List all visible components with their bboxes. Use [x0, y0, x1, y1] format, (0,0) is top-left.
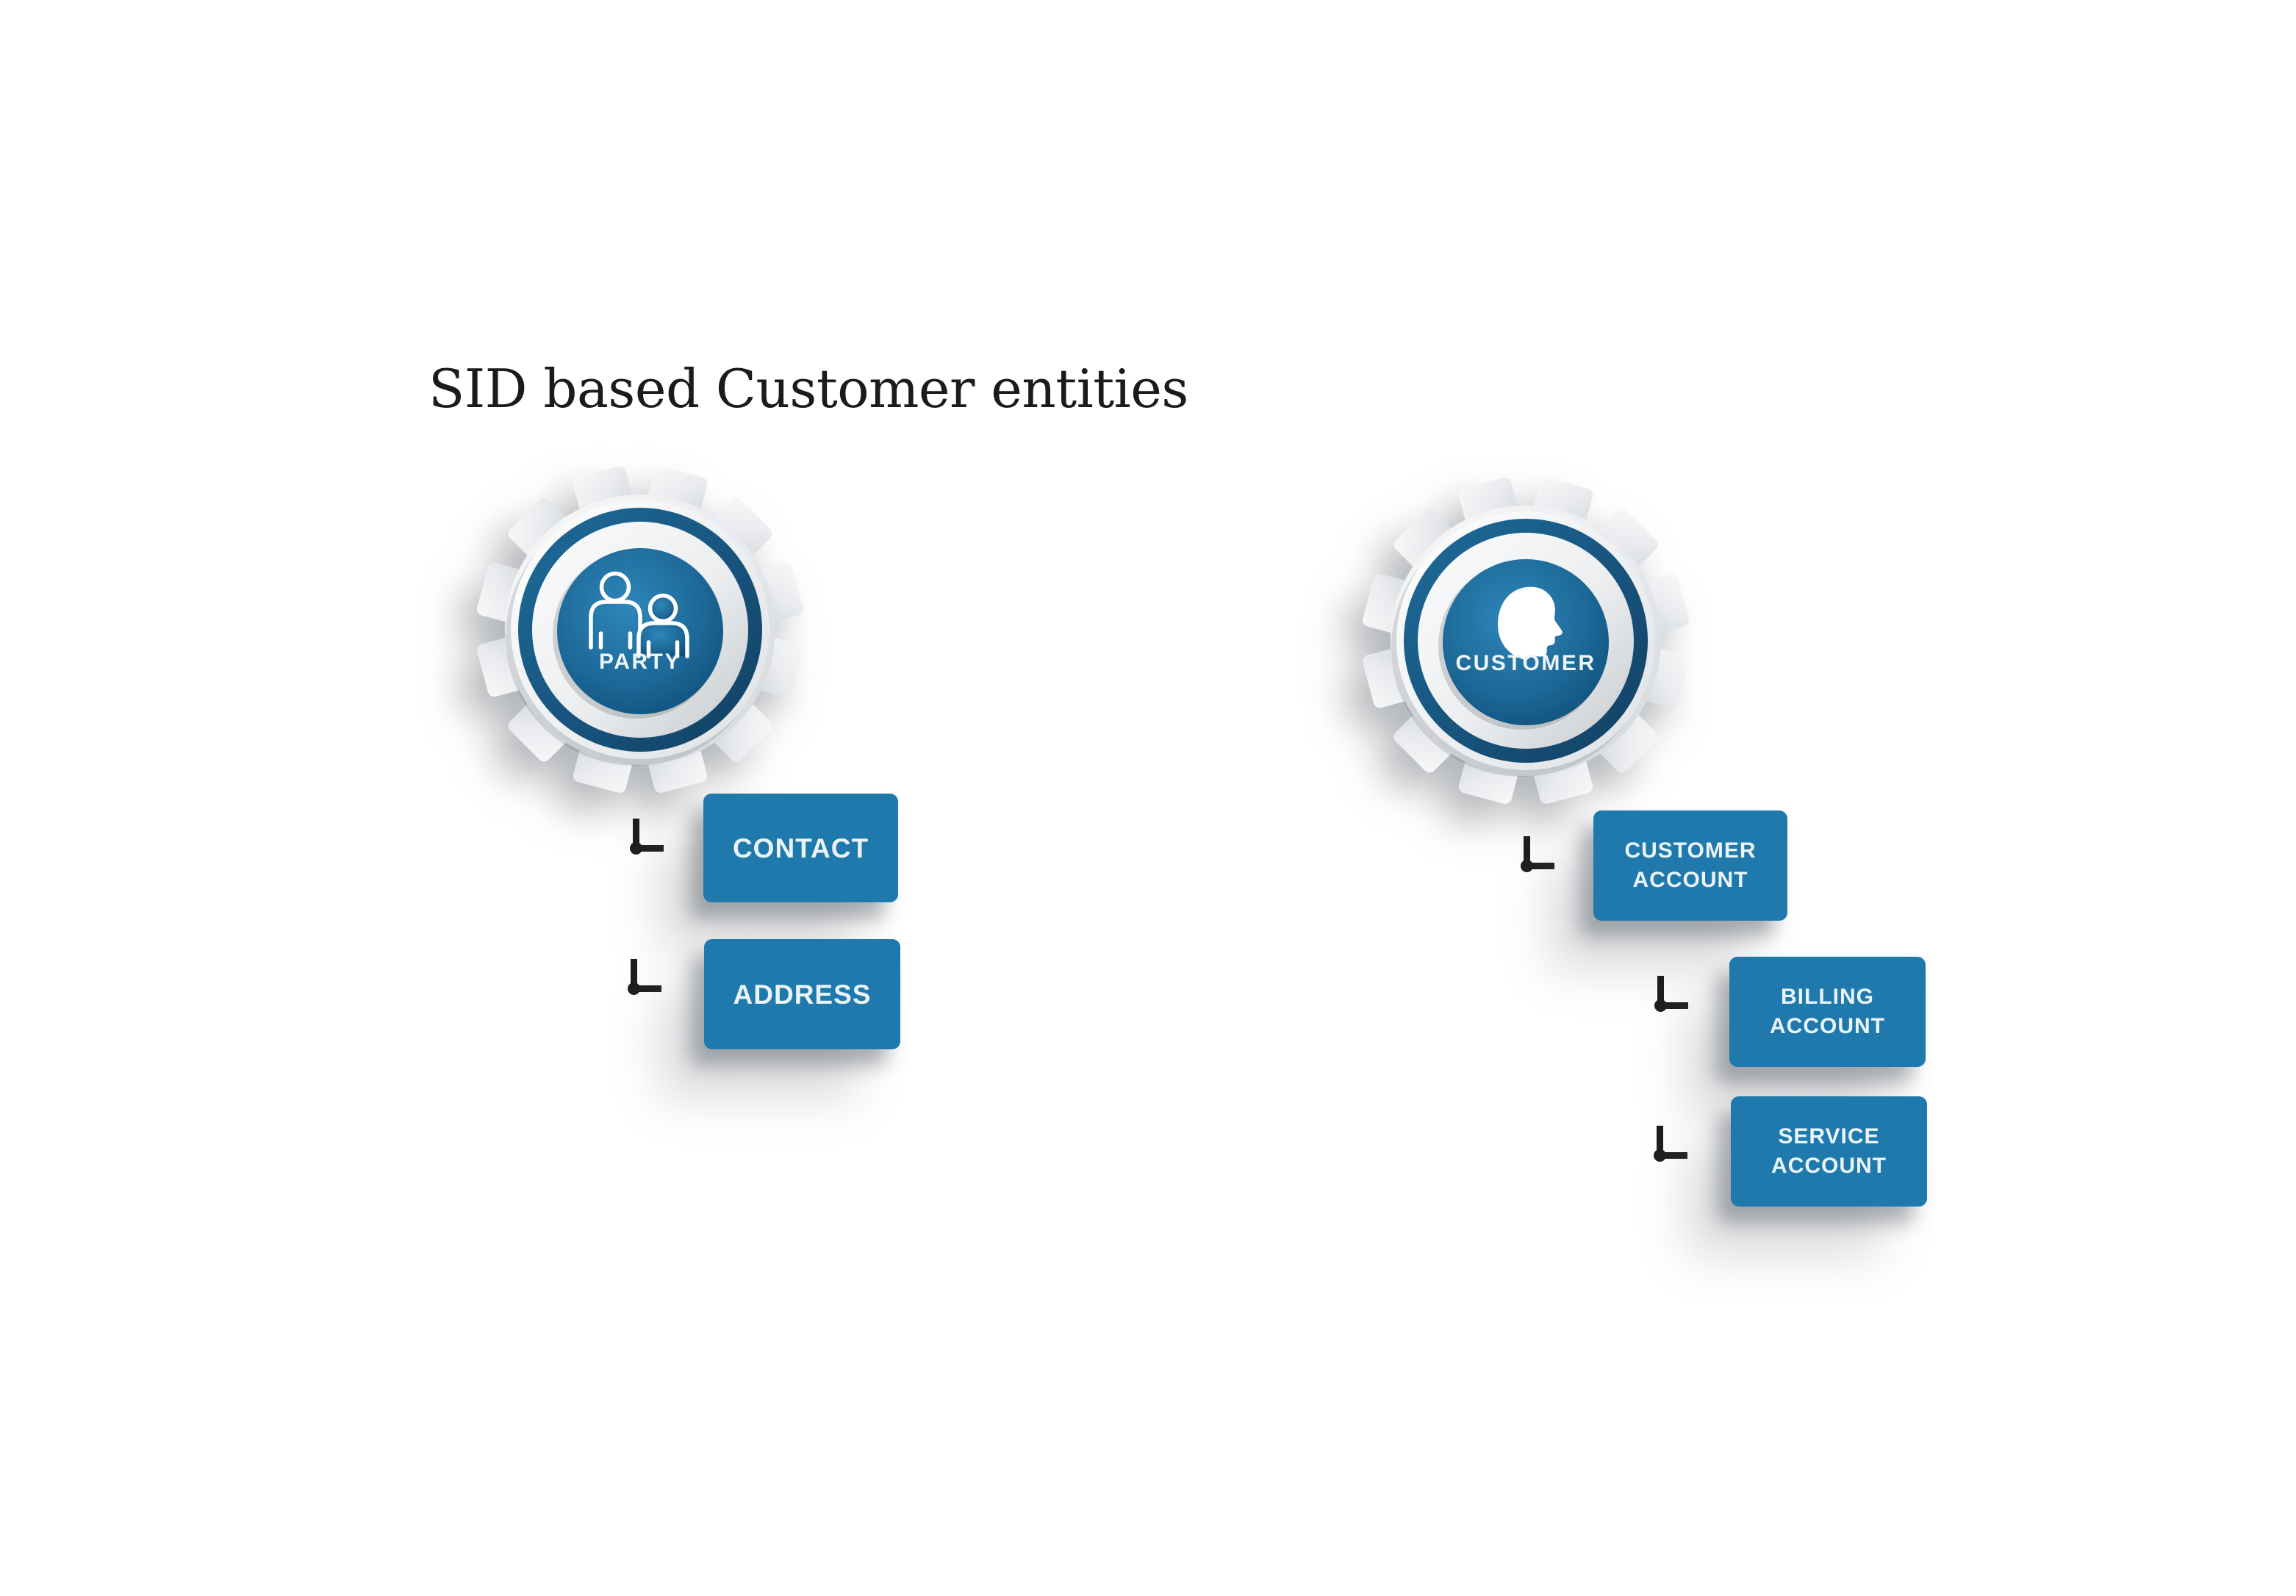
people-icon [589, 571, 689, 658]
node-service-account-label: SERVICE ACCOUNT [1771, 1124, 1887, 1178]
connector-horizontal-line [636, 845, 664, 852]
elbow-connector-service-account [1654, 1126, 1687, 1162]
connector-horizontal-line [1527, 863, 1554, 869]
connector-horizontal-line [634, 985, 661, 992]
node-billing-account: BILLING ACCOUNT [1729, 957, 1926, 1067]
elbow-connector-billing-account [1654, 976, 1688, 1013]
party-gear [477, 467, 803, 793]
connector-vertical-line [633, 819, 639, 849]
head-icon [1498, 586, 1563, 661]
node-billing-account-label: BILLING ACCOUNT [1770, 985, 1885, 1038]
connector-vertical-line [631, 959, 637, 989]
customer-hub-label: CUSTOMER [1455, 651, 1596, 675]
node-service-account: SERVICE ACCOUNT [1731, 1096, 1927, 1207]
node-address: ADDRESS [704, 939, 900, 1049]
connector-horizontal-line [1660, 1002, 1688, 1009]
page-title: SID based Customer entities [428, 358, 1188, 420]
node-address-label: ADDRESS [733, 979, 872, 1010]
connector-vertical-line [1657, 1126, 1663, 1156]
elbow-connector-address [628, 959, 661, 996]
elbow-connector-customer-account [1521, 836, 1554, 873]
node-contact: CONTACT [703, 794, 898, 902]
connector-vertical-line [1524, 836, 1530, 866]
connector-vertical-line [1657, 976, 1664, 1006]
party-hub-label: PARTY [599, 650, 681, 674]
elbow-connector-contact [630, 819, 664, 855]
node-customer-account: CUSTOMER ACCOUNT [1593, 810, 1787, 921]
customer-gear [1363, 478, 1689, 804]
node-contact-label: CONTACT [732, 833, 869, 863]
connector-horizontal-line [1660, 1152, 1687, 1159]
node-customer-account-label: CUSTOMER ACCOUNT [1624, 838, 1757, 892]
